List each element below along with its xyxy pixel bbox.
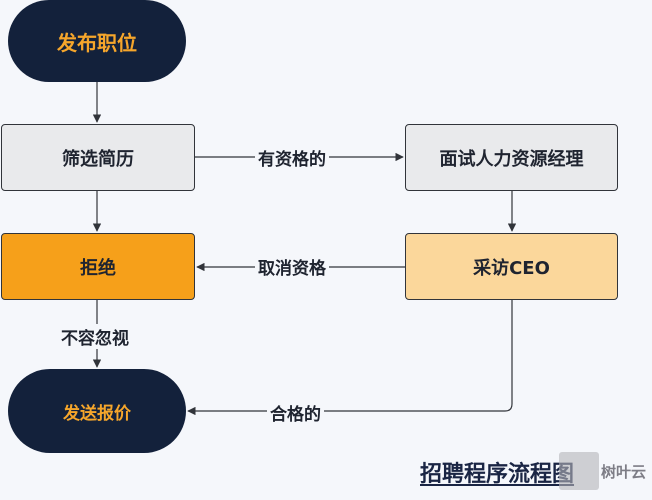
edge-label-cancel-qualification: 取消资格	[255, 254, 329, 279]
diagram-title: 招聘程序流程图	[420, 462, 575, 487]
node-interview-hr: 面试人力资源经理	[405, 124, 618, 191]
node-send-offer: 发送报价	[8, 369, 186, 453]
node-interview-ceo-label: 采访CEO	[473, 257, 550, 279]
watermark: 树叶云	[559, 452, 652, 490]
node-interview-ceo: 采访CEO	[405, 233, 618, 300]
edge-label-qualified: 有资格的	[255, 145, 329, 170]
node-screen-resume-label: 筛选简历	[62, 148, 134, 170]
edge-label-passed: 合格的	[267, 400, 324, 425]
node-send-offer-label: 发送报价	[63, 403, 131, 424]
watermark-logo-icon	[559, 452, 599, 490]
edge-ceo-to-offer	[187, 300, 513, 416]
node-post-job-label: 发布职位	[57, 30, 137, 55]
node-reject-label: 拒绝	[80, 257, 116, 279]
node-screen-resume: 筛选简历	[1, 124, 195, 191]
node-interview-hr-label: 面试人力资源经理	[439, 148, 584, 170]
node-post-job: 发布职位	[8, 0, 186, 82]
node-reject: 拒绝	[1, 233, 195, 300]
edge-label-cannot-ignore: 不容忽视	[58, 324, 132, 349]
watermark-text: 树叶云	[601, 462, 647, 481]
